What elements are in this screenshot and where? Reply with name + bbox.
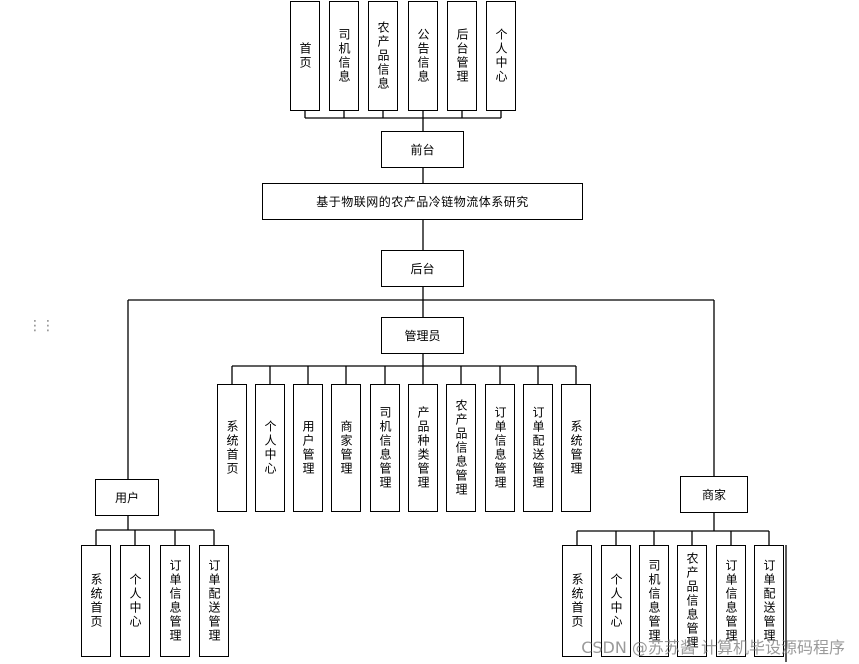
merchant-module-box: 订单信息管理 (716, 545, 746, 657)
admin-module-box: 商家管理 (331, 384, 361, 512)
top-module-box: 公告信息 (408, 1, 438, 111)
merchant-module-box: 系统首页 (562, 545, 592, 657)
admin-box: 管理员 (381, 317, 464, 354)
top-module-box: 首页 (290, 1, 320, 111)
admin-module-box: 系统首页 (217, 384, 247, 512)
top-module-box: 农产品信息 (368, 1, 398, 111)
merchant-module-box: 个人中心 (601, 545, 631, 657)
admin-module-box: 订单配送管理 (523, 384, 553, 512)
drag-handle-icon[interactable]: ⋮⋮ (28, 318, 55, 334)
admin-module-box: 个人中心 (255, 384, 285, 512)
top-module-box: 个人中心 (486, 1, 516, 111)
admin-module-box: 产品种类管理 (408, 384, 438, 512)
admin-module-box: 订单信息管理 (485, 384, 515, 512)
admin-module-box: 农产品信息管理 (446, 384, 476, 512)
merchant-module-box: 司机信息管理 (639, 545, 669, 657)
user-module-box: 订单信息管理 (160, 545, 190, 657)
frontend-box: 前台 (381, 131, 464, 168)
merchant-box: 商家 (680, 476, 748, 513)
top-module-box: 司机信息 (329, 1, 359, 111)
admin-module-box: 用户管理 (293, 384, 323, 512)
backend-box: 后台 (381, 250, 464, 287)
admin-module-box: 司机信息管理 (370, 384, 400, 512)
merchant-module-box: 订单配送管理 (754, 545, 784, 657)
system-title-box: 基于物联网的农产品冷链物流体系研究 (262, 183, 583, 220)
user-module-box: 系统首页 (81, 545, 111, 657)
merchant-module-box: 农产品信息管理 (677, 545, 707, 657)
user-module-box: 订单配送管理 (199, 545, 229, 657)
watermark: CSDN @苏苏酱 计算机毕设源码程序 (581, 638, 845, 657)
top-module-box: 后台管理 (447, 1, 477, 111)
user-module-box: 个人中心 (120, 545, 150, 657)
admin-module-box: 系统管理 (561, 384, 591, 512)
user-box: 用户 (95, 479, 159, 516)
